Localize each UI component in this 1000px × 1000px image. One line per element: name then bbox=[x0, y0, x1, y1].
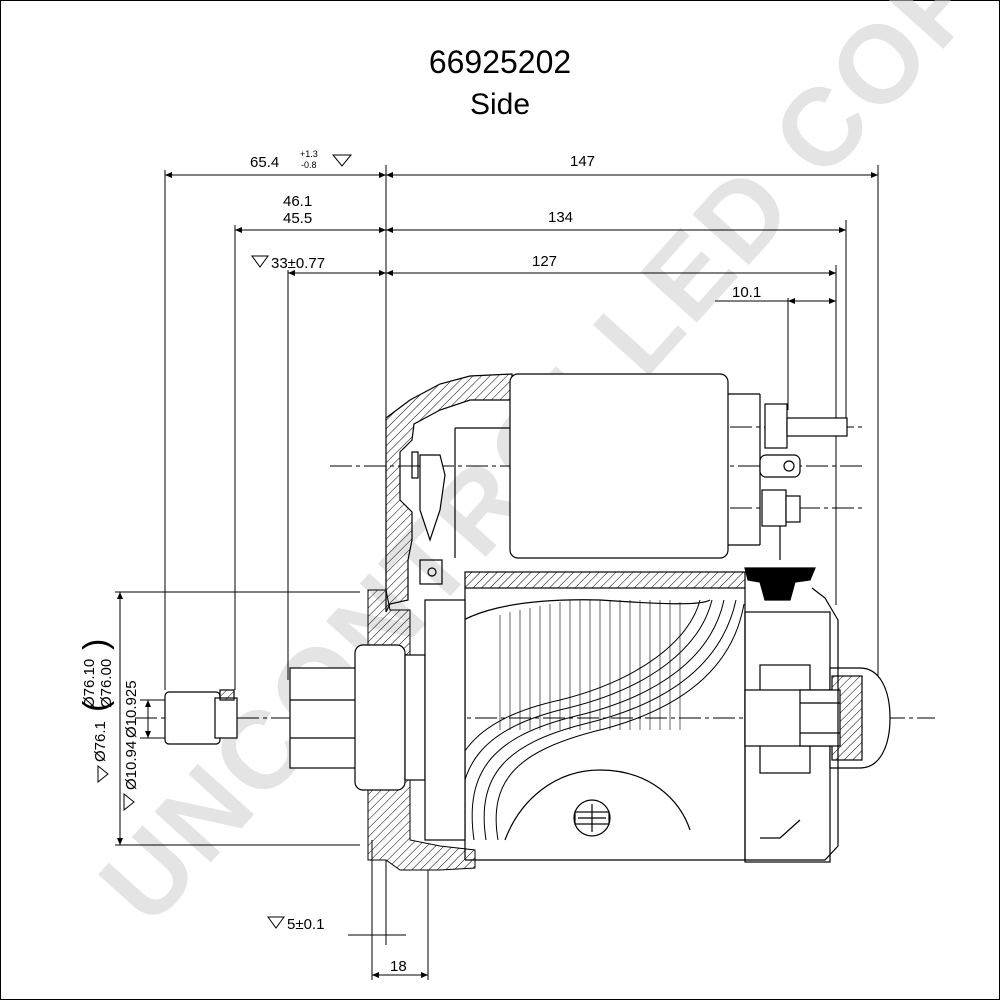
dim-65-4-tol-plus: +1.3 bbox=[300, 149, 318, 159]
dim-45-5: 45.5 bbox=[283, 210, 312, 227]
dim-33: 33±0.77 bbox=[271, 255, 325, 272]
dim-18: 18 bbox=[390, 958, 407, 975]
starter-motor-outline bbox=[164, 373, 891, 871]
dim-76-00: Ø76.00 bbox=[98, 659, 115, 708]
dim-76-1: Ø76.1 bbox=[92, 721, 109, 762]
view-label: Side bbox=[469, 88, 531, 121]
dim-10-1: 10.1 bbox=[732, 284, 761, 301]
dim-46-1: 46.1 bbox=[283, 193, 312, 210]
dim-10-925: Ø10.925 bbox=[123, 680, 140, 738]
surface-triangle-icon bbox=[267, 916, 285, 929]
dim-147: 147 bbox=[570, 153, 595, 170]
dim-10-94: Ø10.94 bbox=[123, 741, 140, 790]
surface-triangle-icon bbox=[251, 255, 269, 268]
surface-triangle-icon bbox=[123, 792, 135, 812]
dim-5: 5±0.1 bbox=[287, 916, 324, 933]
dim-bracket-open: ( bbox=[77, 700, 115, 712]
surface-triangle-icon bbox=[331, 154, 353, 167]
dim-76-10: Ø76.10 bbox=[81, 659, 98, 708]
dim-127: 127 bbox=[532, 253, 557, 270]
dim-bracket-close: ) bbox=[77, 639, 115, 650]
part-number: 66925202 bbox=[428, 44, 572, 80]
dim-65-4-tol-minus: -0.8 bbox=[301, 160, 317, 170]
dimension-labels: 65.4 +1.3 -0.8 147 46.1 45.5 134 33±0.77… bbox=[77, 149, 761, 975]
dim-65-4: 65.4 bbox=[250, 154, 279, 171]
dim-134: 134 bbox=[548, 209, 573, 226]
surface-triangle-icon bbox=[97, 764, 109, 784]
